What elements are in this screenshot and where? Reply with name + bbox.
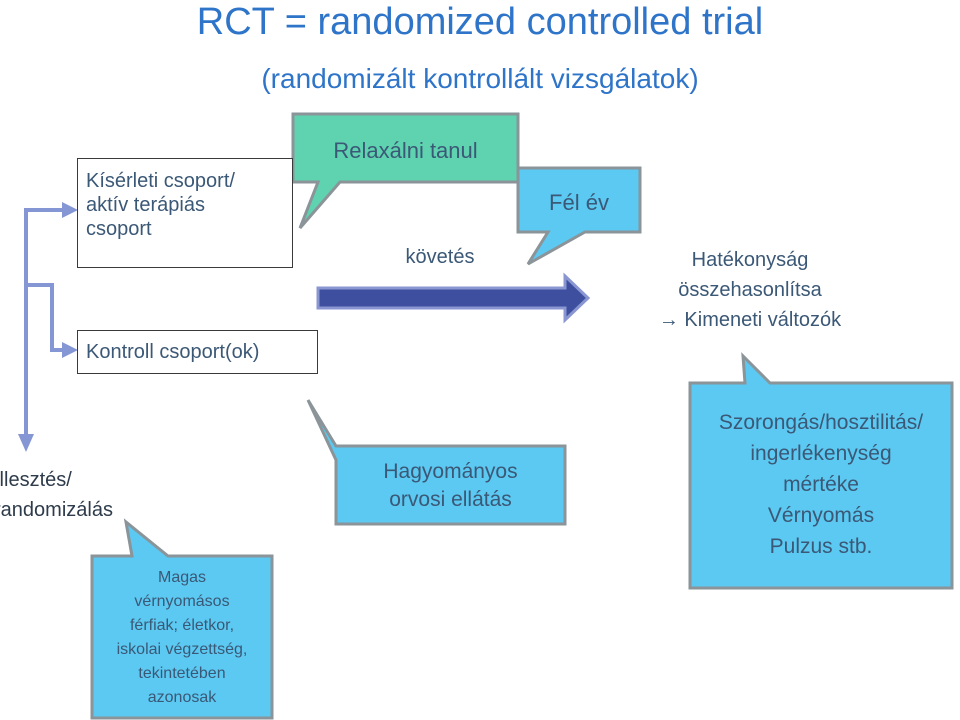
experimental-group-box: Kísérleti csoport/ aktív terápiás csopor… <box>77 158 293 268</box>
page-subtitle: (randomizált kontrollált vizsgálatok) <box>261 63 699 94</box>
relax-callout-text: Relaxálni tanul <box>333 138 478 163</box>
control-group-box: Kontroll csoport(ok) <box>77 330 318 374</box>
connector-arrowhead-top <box>62 202 78 218</box>
outcomes-callout-text: Szorongás/hosztilitás/ ingerlékenység mé… <box>692 404 950 564</box>
outcomes-callout-shape <box>688 352 954 590</box>
usual-care-line-2: orvosi ellátás <box>389 488 512 511</box>
experimental-group-line-1: Kísérleti csoport/ <box>86 170 235 192</box>
matching-callout-line-4: iskolai végzettség, <box>116 641 248 658</box>
matching-callout-text: Magas vérnyomásos férfiak; életkor, isko… <box>94 560 270 716</box>
matching-callout-line-2: vérnyomásos <box>134 593 230 610</box>
matching-line-1: Illesztés/ <box>0 469 72 491</box>
matching-callout-line-5: tekintetében <box>138 665 226 682</box>
usual-care-callout-shape <box>306 399 567 526</box>
experimental-group-line-3: csoport <box>86 218 152 240</box>
connector-arrowhead-down <box>18 434 34 452</box>
page-title: RCT = randomized controlled trial <box>196 1 764 43</box>
outcomes-line-5: Pulzus stb. <box>769 534 873 558</box>
right-arrow-icon: → <box>658 309 679 331</box>
relax-callout-shape <box>291 112 520 229</box>
outcome-line-3: → Kimeneti változók <box>600 305 900 335</box>
outcome-line-1: Hatékonyság <box>691 249 809 271</box>
matching-callout-line-1: Magas <box>157 569 207 586</box>
outcome-line-2: összehasonlítsa <box>678 279 822 301</box>
outcome-line-3-label: Kimeneti változók <box>684 309 842 331</box>
follow-up-arrow <box>316 272 591 324</box>
half-year-callout-shape <box>516 166 642 266</box>
outcomes-line-2: ingerlékenység <box>750 441 892 465</box>
control-group-label: Kontroll csoport(ok) <box>86 341 260 363</box>
outcomes-line-3: mértéke <box>783 472 859 496</box>
usual-care-line-1: Hagyományos <box>383 460 518 483</box>
half-year-callout-text: Fél év <box>549 190 609 215</box>
outcomes-line-4: Vérnyomás <box>767 503 875 527</box>
outcomes-line-1: Szorongás/hosztilitás/ <box>718 410 924 434</box>
experimental-group-line-2: aktív terápiás <box>86 194 205 216</box>
matching-callout-line-6: azonosak <box>147 689 217 706</box>
usual-care-callout-text: Hagyományos orvosi ellátás <box>336 456 565 516</box>
matching-line-2: randomizálás <box>0 499 113 521</box>
follow-up-label: követés <box>405 246 475 268</box>
connector-arrowhead-bottom <box>62 342 78 358</box>
outcome-text: Hatékonyság összehasonlítsa → Kimeneti v… <box>600 245 900 335</box>
matching-callout-shape <box>90 518 274 720</box>
group-connector <box>24 208 66 438</box>
matching-label: Illesztés/ randomizálás <box>0 465 113 525</box>
matching-callout-line-3: férfiak; életkor, <box>129 617 235 634</box>
